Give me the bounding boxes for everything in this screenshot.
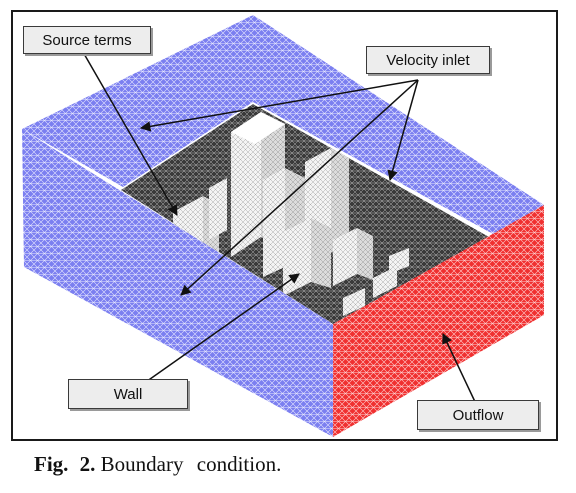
source-terms-label: Source terms: [23, 26, 151, 54]
velocity-inlet-label: Velocity inlet: [366, 46, 490, 74]
arrow-wall: [142, 273, 300, 385]
outflow-label: Outflow: [417, 400, 539, 430]
arrow-inlet-back-left: [139, 79, 419, 132]
wall-label: Wall: [68, 379, 188, 409]
back-right-wall: [253, 15, 544, 234]
back-left-wall: [22, 15, 253, 187]
cfd-domain-illustration: [22, 15, 544, 437]
arrow-inlet-front-left: [180, 79, 419, 296]
arrow-source-terms: [82, 51, 178, 216]
arrow-outflow: [442, 333, 478, 407]
figure-number: Fig. 2.: [34, 452, 96, 476]
figure-caption-text: Boundary condition.: [100, 452, 282, 476]
arrows: [82, 51, 478, 407]
arrow-inlet-back-right: [387, 79, 419, 182]
figure-frame: Source terms Velocity inlet Wall Outflow: [11, 10, 558, 441]
front-left-wall: [22, 129, 333, 437]
outflow-wall: [333, 205, 544, 437]
figure-caption: Fig. 2. Boundary condition.: [34, 452, 281, 477]
